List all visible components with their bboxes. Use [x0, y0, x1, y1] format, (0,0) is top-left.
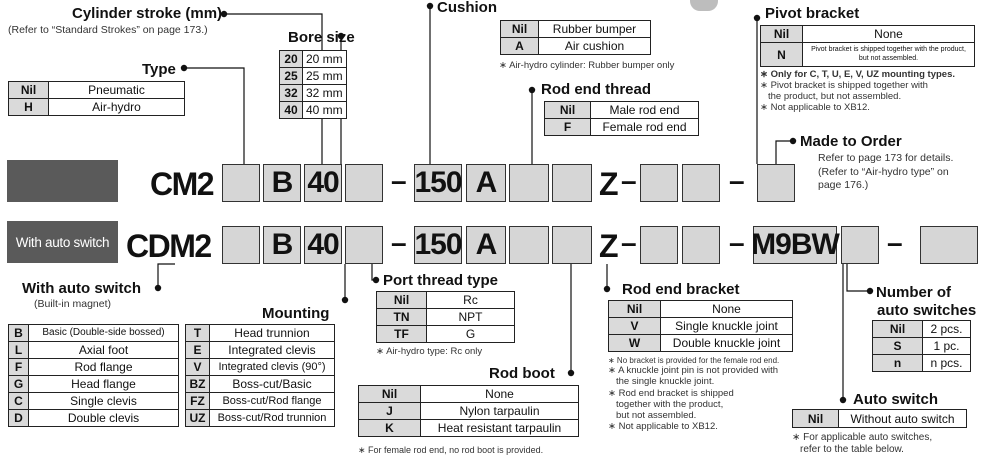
- port-thread-box: [345, 164, 383, 202]
- dash-separator: –: [729, 167, 745, 195]
- cushion-title: Cushion: [437, 0, 497, 15]
- pivot-bracket-title: Pivot bracket: [765, 6, 859, 21]
- cylinder-stroke-note: (Refer to “Standard Strokes” on page 173…: [8, 24, 208, 36]
- type-box: [222, 164, 260, 202]
- type-box: [222, 226, 260, 264]
- cushion-box: A: [466, 164, 506, 202]
- port-thread-box: [345, 226, 383, 264]
- made-to-order-title: Made to Order: [800, 134, 902, 149]
- rod-boot-box: [552, 226, 592, 264]
- rod-end-bracket-box: [640, 226, 678, 264]
- cushion-note: ∗ Air-hydro cylinder: Rubber bumper only: [499, 61, 674, 72]
- dash-separator: –: [621, 229, 637, 257]
- mounting-title: Mounting: [262, 306, 329, 321]
- num-switches-title-1: Number of: [876, 285, 951, 300]
- port-thread-title: Port thread type: [383, 273, 498, 288]
- model-prefix: CDM2: [126, 230, 211, 262]
- rod-end-bracket-box: [640, 164, 678, 202]
- pivot-bracket-box: [682, 164, 720, 202]
- with-auto-switch-title: With auto switch: [22, 281, 141, 296]
- rod-boot-note: ∗ For female rod end, no rod boot is pro…: [358, 445, 543, 455]
- auto-switch-notes: ∗ For applicable auto switches, refer to…: [792, 432, 932, 455]
- model-prefix: CM2: [150, 168, 213, 200]
- type-title: Type: [142, 62, 176, 77]
- rod-end-bracket-title: Rod end bracket: [622, 282, 740, 297]
- cylinder-stroke-title: Cylinder stroke (mm): [72, 6, 222, 21]
- stroke-box: 150: [414, 226, 462, 264]
- auto-switch-title: Auto switch: [853, 392, 938, 407]
- port-thread-note: ∗ Air-hydro type: Rc only: [376, 347, 482, 358]
- model-code-row: CM2 B 40 – 150 A Z – –: [0, 164, 985, 202]
- mounting-box: B: [263, 164, 301, 202]
- with-auto-switch-note: (Built-in magnet): [34, 298, 111, 310]
- bore-box: 40: [304, 226, 342, 264]
- dash-separator: –: [391, 229, 407, 257]
- cushion-box: A: [466, 226, 506, 264]
- pivot-notes: ∗ Only for C, T, U, E, V, UZ mounting ty…: [760, 70, 955, 114]
- pivot-bracket-box: [682, 226, 720, 264]
- model-code-row-with-switch: CDM2 B 40 – 150 A Z – – M9BW –: [0, 226, 985, 264]
- num-switches-box: [841, 226, 879, 264]
- dash-separator: –: [729, 229, 745, 257]
- dash-separator: –: [887, 229, 903, 257]
- z-code: Z: [599, 168, 617, 200]
- rod-end-thread-title: Rod end thread: [541, 82, 651, 97]
- rod-end-bracket-notes: ∗ No bracket is provided for the female …: [608, 356, 779, 432]
- rod-boot-box: [552, 164, 592, 202]
- bore-size-title: Bore size: [288, 30, 355, 45]
- mounting-box: B: [263, 226, 301, 264]
- made-to-order-box: [920, 226, 978, 264]
- dash-separator: –: [391, 167, 407, 195]
- num-switches-title-2: auto switches: [877, 303, 976, 318]
- made-to-order-box: [757, 164, 795, 202]
- dash-separator: –: [621, 167, 637, 195]
- rod-end-thread-box: [509, 226, 549, 264]
- rod-boot-title: Rod boot: [489, 366, 555, 381]
- auto-switch-box: M9BW: [753, 226, 837, 264]
- z-code: Z: [599, 230, 617, 262]
- stroke-box: 150: [414, 164, 462, 202]
- rod-end-thread-box: [509, 164, 549, 202]
- bore-box: 40: [304, 164, 342, 202]
